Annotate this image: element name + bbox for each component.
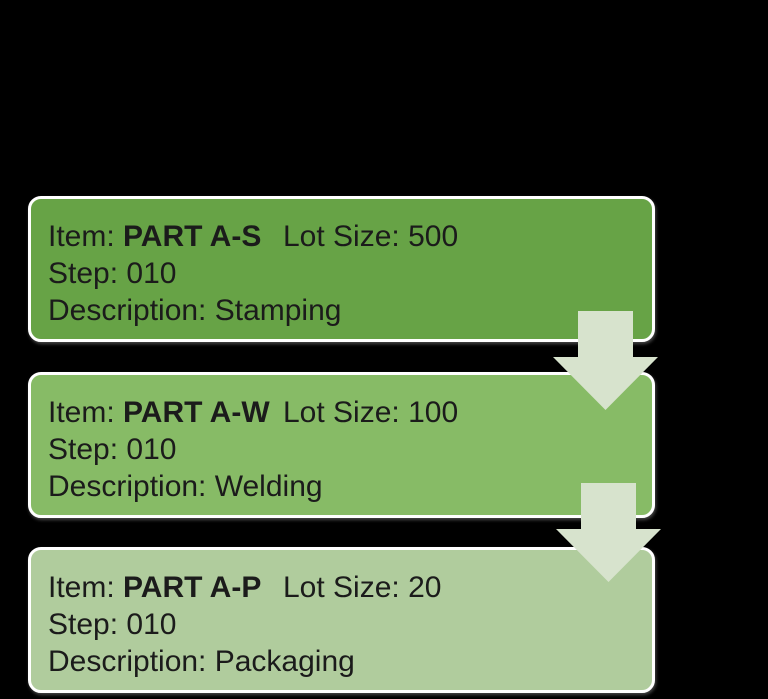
step-label: Step: 010 xyxy=(48,608,177,641)
item-line: Item: PART A-W Lot Size: 100 xyxy=(48,394,652,431)
item-code: PART A-S xyxy=(123,220,262,253)
item-code: PART A-W xyxy=(123,396,270,429)
item-code: PART A-P xyxy=(123,571,262,604)
lot-size-label: Lot Size: 500 xyxy=(283,220,459,253)
lot-size-label: Lot Size: 100 xyxy=(283,396,459,429)
item-line: Item: PART A-P Lot Size: 20 xyxy=(48,569,652,606)
down-arrow-icon xyxy=(553,311,658,410)
item-prefix-label: Item: xyxy=(48,396,124,429)
process-step-card-stamping: Item: PART A-S Lot Size: 500 Step: 010 D… xyxy=(28,196,655,342)
lot-size-label: Lot Size: 20 xyxy=(283,571,442,604)
step-label: Step: 010 xyxy=(48,257,177,290)
down-arrow-icon xyxy=(556,483,661,582)
description-label: Description: Packaging xyxy=(48,645,355,678)
description-label: Description: Welding xyxy=(48,470,323,503)
process-step-card-packaging: Item: PART A-P Lot Size: 20 Step: 010 De… xyxy=(28,547,655,693)
step-label: Step: 010 xyxy=(48,433,177,466)
item-prefix-label: Item: xyxy=(48,571,124,604)
description-label: Description: Stamping xyxy=(48,294,342,327)
item-line: Item: PART A-S Lot Size: 500 xyxy=(48,218,652,255)
process-step-card-welding: Item: PART A-W Lot Size: 100 Step: 010 D… xyxy=(28,372,655,518)
item-prefix-label: Item: xyxy=(48,220,124,253)
